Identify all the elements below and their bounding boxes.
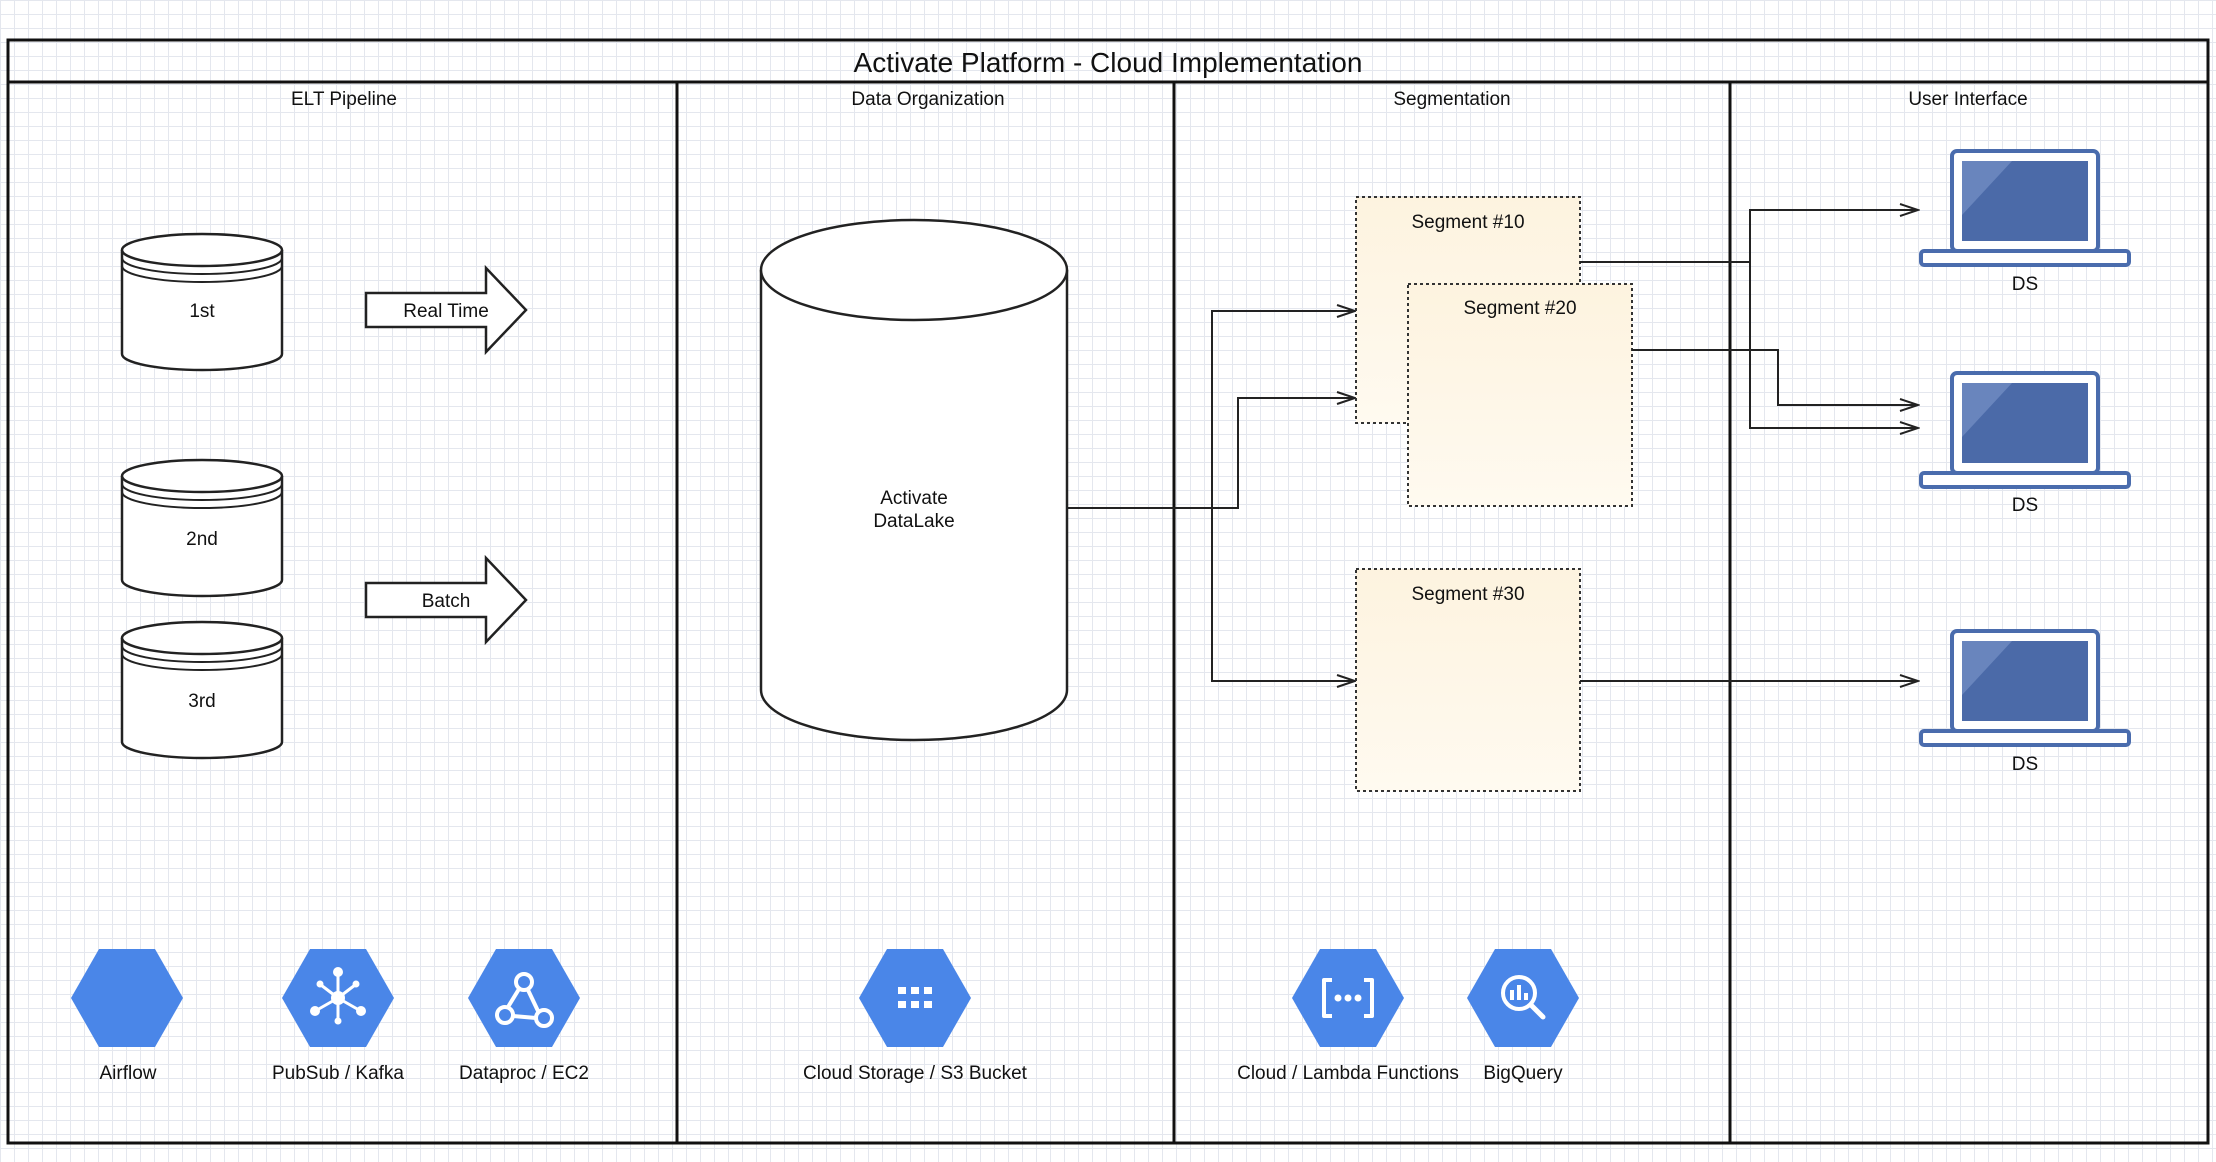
lane-header-data-organization: Data Organization [851, 89, 1004, 110]
service-cloud-functions[interactable]: Cloud / Lambda Functions [1237, 949, 1459, 1084]
source-db-3rd[interactable]: 3rd [120, 620, 284, 760]
service-cloud-storage[interactable]: Cloud Storage / S3 Bucket [803, 949, 1028, 1084]
segment-label: Segment #30 [1411, 584, 1524, 605]
diagram-title: Activate Platform - Cloud Implementation [854, 47, 1363, 78]
bigquery-icon [1467, 949, 1579, 1047]
cloud-functions-icon [1292, 949, 1404, 1047]
pubsub-icon [282, 949, 394, 1047]
service-bigquery[interactable]: BigQuery [1467, 949, 1579, 1084]
lane-header-elt-pipeline: ELT Pipeline [291, 89, 397, 110]
batch-label: Batch [422, 591, 471, 612]
diagram-frame [6, 38, 2210, 1145]
service-label: Airflow [99, 1063, 156, 1084]
service-pubsub[interactable]: PubSub / Kafka [272, 949, 404, 1084]
laptop-label: DS [2012, 495, 2038, 516]
activate-datalake[interactable]: Activate DataLake [759, 218, 1069, 742]
connectors-segments-to-ui [1580, 210, 1918, 681]
airflow-icon [71, 949, 183, 1047]
laptop-label: DS [2012, 754, 2038, 775]
lane-header-user-interface: User Interface [1908, 89, 2027, 110]
laptop-label: DS [2012, 274, 2038, 295]
laptop-icon [1919, 371, 2131, 489]
laptop-ds-1[interactable]: DS [1919, 149, 2131, 295]
real-time-label: Real Time [403, 301, 489, 322]
laptop-icon [1919, 629, 2131, 747]
real-time-arrow[interactable]: Real Time [364, 264, 528, 356]
laptop-icon [1919, 149, 2131, 267]
lane-header-segmentation: Segmentation [1393, 89, 1510, 110]
service-label: BigQuery [1483, 1063, 1563, 1084]
service-label: Cloud Storage / S3 Bucket [803, 1063, 1028, 1084]
service-label: Dataproc / EC2 [459, 1063, 589, 1084]
segment-label: Segment #20 [1463, 298, 1576, 319]
batch-arrow[interactable]: Batch [364, 554, 528, 646]
service-label: Cloud / Lambda Functions [1237, 1063, 1459, 1084]
datalake-label-line2: DataLake [873, 511, 954, 532]
source-db-2nd[interactable]: 2nd [120, 458, 284, 598]
cloud-storage-icon [859, 949, 971, 1047]
service-label: PubSub / Kafka [272, 1063, 404, 1084]
segment-20[interactable]: Segment #20 [1407, 283, 1633, 507]
segment-label: Segment #10 [1411, 212, 1524, 233]
source-db-1st[interactable]: 1st [120, 232, 284, 372]
source-db-label: 1st [189, 301, 215, 322]
source-db-label: 3rd [188, 691, 215, 712]
segment-30[interactable]: Segment #30 [1355, 568, 1581, 792]
source-db-label: 2nd [186, 529, 218, 550]
service-airflow[interactable]: Airflow [71, 949, 183, 1084]
service-dataproc[interactable]: Dataproc / EC2 [459, 949, 589, 1084]
laptop-ds-3[interactable]: DS [1919, 629, 2131, 775]
dataproc-icon [468, 949, 580, 1047]
datalake-label-line1: Activate [880, 488, 948, 509]
laptop-ds-2[interactable]: DS [1919, 371, 2131, 516]
connectors-datalake-to-segments [1067, 311, 1355, 681]
